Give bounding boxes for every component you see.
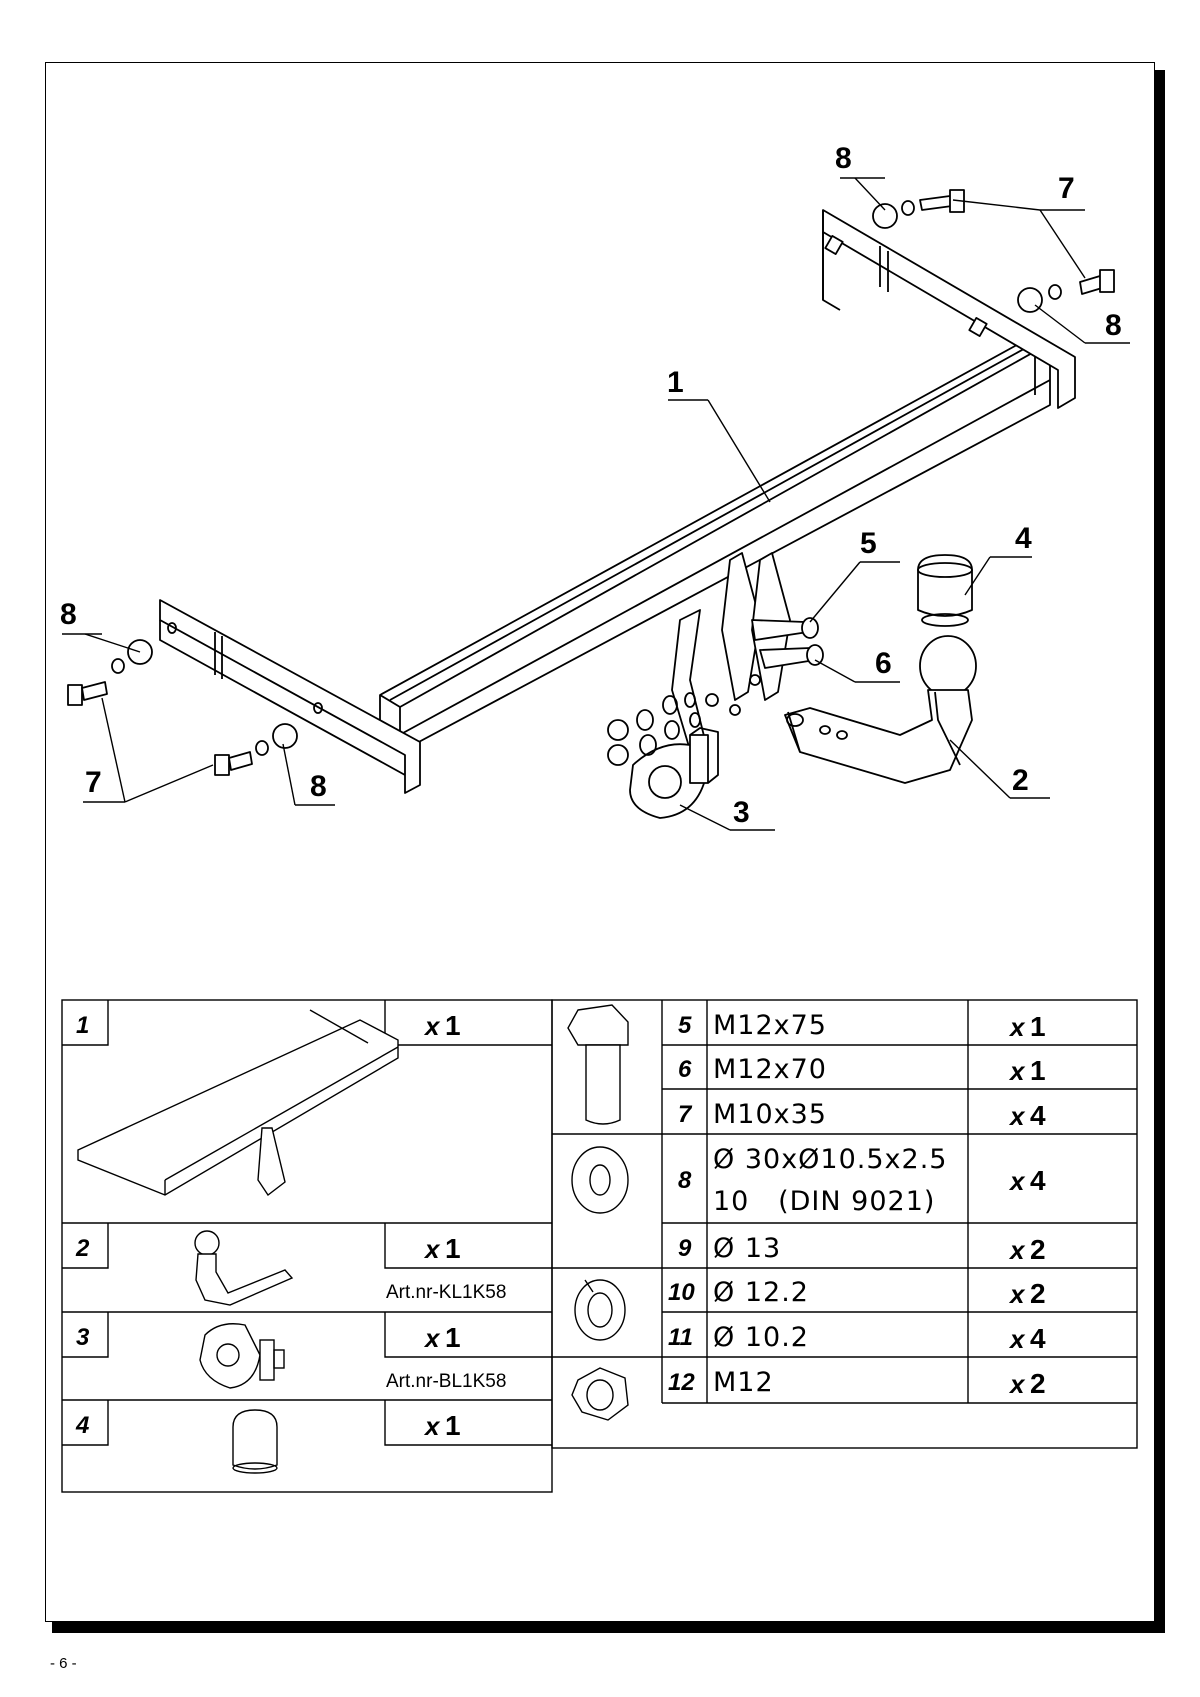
qty-7: 4 xyxy=(1030,1100,1046,1131)
callout-8-top: 8 xyxy=(835,142,852,175)
article-number-2: Art.nr-KL1K58 xyxy=(386,1282,506,1303)
spec-12: M12 xyxy=(713,1367,774,1398)
callout-3: 3 xyxy=(733,796,750,829)
callout-2: 2 xyxy=(1012,764,1029,797)
spec-10: Ø 12.2 xyxy=(713,1277,809,1308)
part-number-10: 10 xyxy=(668,1279,695,1306)
qty-2: 1 xyxy=(445,1233,461,1264)
qty-prefix-4: x xyxy=(423,1411,441,1441)
qty-5: 1 xyxy=(1030,1011,1046,1042)
callout-6: 6 xyxy=(875,647,892,680)
qty-prefix-2: x xyxy=(423,1234,441,1264)
thumb-bolt xyxy=(567,1004,629,1125)
part-number-5: 5 xyxy=(678,1012,692,1039)
spec-7: M10x35 xyxy=(713,1099,827,1130)
part-number-9: 9 xyxy=(678,1235,692,1262)
part-number-6: 6 xyxy=(678,1056,692,1083)
part-number-2: 2 xyxy=(75,1235,90,1262)
callout-7-left: 7 xyxy=(85,766,102,799)
tow-ball-neck-part-2 xyxy=(784,635,977,784)
spec-8-line2: 10 (DIN 9021) xyxy=(713,1186,935,1217)
part-number-3: 3 xyxy=(76,1324,90,1351)
nuts-washers-group xyxy=(607,692,701,766)
qty-prefix-7: x xyxy=(1008,1101,1026,1131)
article-number-3: Art.nr-BL1K58 xyxy=(386,1371,506,1392)
qty-11: 4 xyxy=(1030,1323,1046,1354)
spec-11: Ø 10.2 xyxy=(713,1322,809,1353)
thumb-nut xyxy=(571,1367,629,1421)
spec-5: M12x75 xyxy=(713,1010,827,1041)
qty-prefix-6: x xyxy=(1008,1056,1026,1086)
leader-lines xyxy=(62,177,1130,831)
crossbar-part-1 xyxy=(159,209,1076,794)
qty-prefix-5: x xyxy=(1008,1012,1026,1042)
part-number-12: 12 xyxy=(668,1369,695,1396)
socket-plate-part-3 xyxy=(629,727,719,819)
qty-prefix-9: x xyxy=(1008,1235,1026,1265)
qty-12: 2 xyxy=(1030,1368,1046,1399)
callout-5: 5 xyxy=(860,527,877,560)
qty-1: 1 xyxy=(445,1010,461,1041)
callout-1: 1 xyxy=(667,366,684,399)
qty-prefix-8: x xyxy=(1008,1166,1026,1196)
thumb-socket-plate xyxy=(199,1323,285,1389)
thumb-spring-washer xyxy=(574,1279,626,1341)
spec-6: M12x70 xyxy=(713,1054,827,1085)
qty-prefix-3: x xyxy=(423,1323,441,1353)
thumb-crossbar xyxy=(77,1009,399,1197)
part-number-1: 1 xyxy=(76,1012,89,1039)
thumb-ball-cover xyxy=(232,1409,278,1474)
callout-4: 4 xyxy=(1015,522,1032,555)
left-fasteners-7-8 xyxy=(67,639,298,776)
qty-prefix-1: x xyxy=(423,1011,441,1041)
callout-8-bottom: 8 xyxy=(310,770,327,803)
qty-10: 2 xyxy=(1030,1278,1046,1309)
qty-prefix-10: x xyxy=(1008,1279,1026,1309)
qty-3: 1 xyxy=(445,1322,461,1353)
ball-cover-part-4 xyxy=(917,554,973,627)
qty-prefix-12: x xyxy=(1008,1369,1026,1399)
page-number: - 6 - xyxy=(50,1655,77,1672)
callout-7-right: 7 xyxy=(1058,172,1075,205)
thumb-ball-neck xyxy=(194,1230,294,1306)
part-number-8: 8 xyxy=(678,1167,692,1194)
spec-8: Ø 30xØ10.5x2.5 xyxy=(713,1144,947,1175)
qty-9: 2 xyxy=(1030,1234,1046,1265)
part-number-11: 11 xyxy=(668,1324,693,1351)
qty-6: 1 xyxy=(1030,1055,1046,1086)
qty-prefix-11: x xyxy=(1008,1324,1026,1354)
part-number-7: 7 xyxy=(678,1101,693,1128)
callout-8-right: 8 xyxy=(1105,309,1122,342)
spec-9: Ø 13 xyxy=(713,1233,781,1264)
thumb-washer xyxy=(571,1146,629,1214)
right-fasteners-7-8 xyxy=(872,189,1115,313)
qty-8: 4 xyxy=(1030,1165,1046,1196)
callout-8-left: 8 xyxy=(60,598,77,631)
part-number-4: 4 xyxy=(75,1412,89,1439)
qty-4: 1 xyxy=(445,1410,461,1441)
